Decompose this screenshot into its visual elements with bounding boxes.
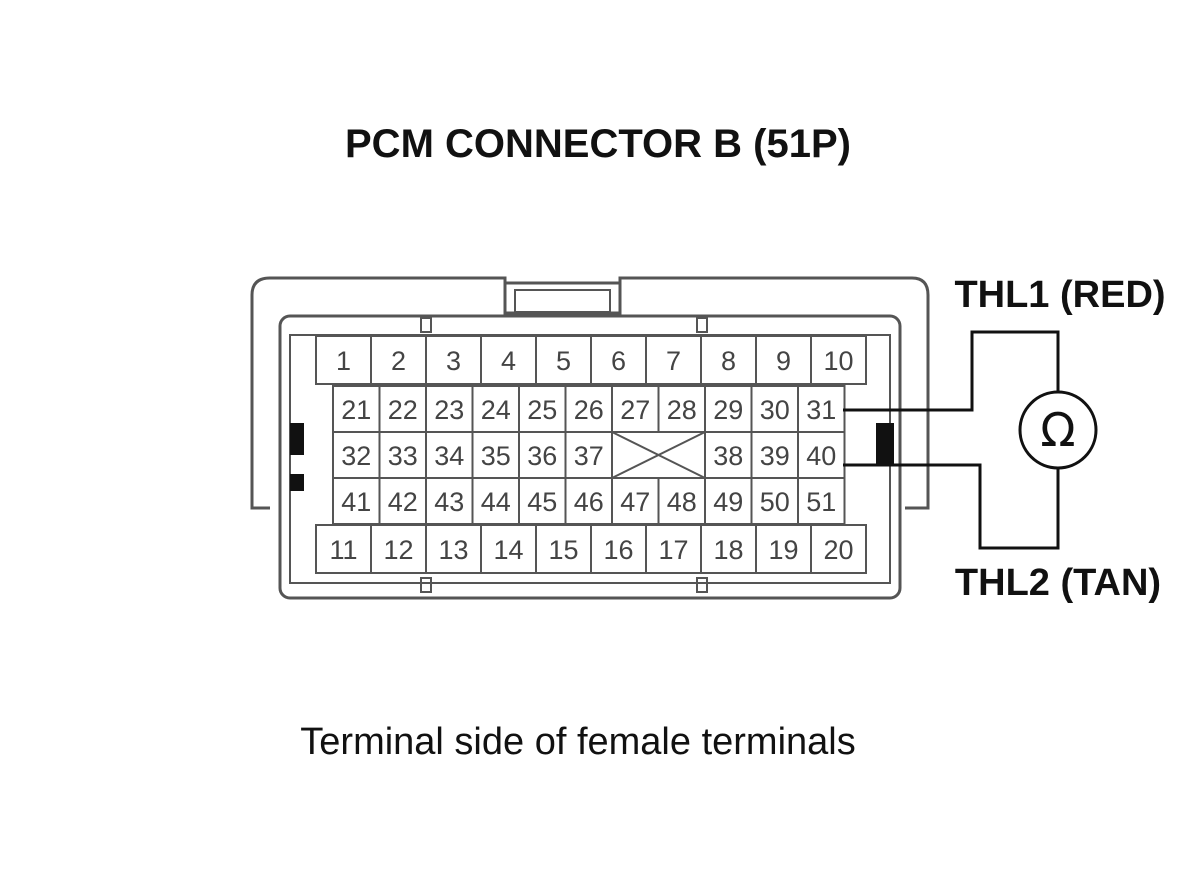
terminal-cavity (810, 335, 867, 385)
terminal-number: 18 (713, 535, 743, 565)
terminal-number: 50 (760, 487, 790, 517)
terminal-number: 16 (603, 535, 633, 565)
terminal-number: 24 (481, 395, 511, 425)
probe-label-thl2: THL2 (TAN) (955, 562, 1161, 604)
diagram-caption: Terminal side of female terminals (300, 721, 855, 763)
terminal-number: 26 (574, 395, 604, 425)
terminal-number: 46 (574, 487, 604, 517)
terminal-number: 36 (527, 441, 557, 471)
terminal-cavity (704, 477, 753, 525)
terminal-number: 48 (667, 487, 697, 517)
terminal-number: 41 (341, 487, 371, 517)
terminal-number: 19 (768, 535, 798, 565)
terminal-number: 34 (434, 441, 464, 471)
terminal-cavity (425, 477, 474, 525)
terminal-cavity (755, 524, 812, 574)
terminal-cavity (564, 385, 613, 433)
terminal-number: 35 (481, 441, 511, 471)
probe-wire-thl1 (843, 330, 1060, 412)
terminal-cavity (315, 524, 372, 574)
terminal-number: 31 (806, 395, 836, 425)
terminal-cavity (370, 335, 427, 385)
terminal-number: 37 (574, 441, 604, 471)
terminal-number: 42 (388, 487, 418, 517)
terminal-number: 47 (620, 487, 650, 517)
terminal-cavity (480, 335, 537, 385)
terminal-number: 5 (556, 346, 571, 376)
terminal-cavity (700, 524, 757, 574)
probe-wire-thl2 (843, 463, 1060, 550)
terminal-number: 23 (434, 395, 464, 425)
terminal-number: 28 (667, 395, 697, 425)
terminal-cavity (518, 431, 567, 479)
terminal-number: 3 (446, 346, 461, 376)
ohmmeter-circle (1018, 390, 1098, 470)
terminal-number: 25 (527, 395, 557, 425)
terminal-number: 39 (760, 441, 790, 471)
probe-label-thl1: THL1 (RED) (954, 274, 1165, 316)
terminal-number: 30 (760, 395, 790, 425)
terminal-cavity (425, 524, 482, 574)
blank-cavity-x-mark (611, 431, 706, 479)
diagram-title: PCM CONNECTOR B (51P) (345, 122, 851, 166)
terminal-number: 6 (611, 346, 626, 376)
left-lock-tab-small (290, 474, 304, 491)
terminal-number: 22 (388, 395, 418, 425)
left-lock-tab (290, 423, 304, 455)
terminal-number: 44 (481, 487, 511, 517)
terminal-number: 10 (823, 346, 853, 376)
terminal-number: 21 (341, 395, 371, 425)
terminal-cavity (750, 385, 799, 433)
terminal-cavity (755, 335, 812, 385)
terminal-number: 1 (336, 346, 351, 376)
terminal-number: 17 (658, 535, 688, 565)
terminal-cavity (315, 335, 372, 385)
terminal-cavity (471, 431, 520, 479)
terminal-number: 49 (713, 487, 743, 517)
terminal-cavity (810, 524, 867, 574)
ohmmeter: Ω (1018, 390, 1098, 470)
terminal-number: 15 (548, 535, 578, 565)
probe-wires (843, 330, 1060, 550)
terminal-number: 14 (493, 535, 523, 565)
terminal-cavity (611, 477, 660, 525)
terminal-cavity (700, 335, 757, 385)
terminal-number: 27 (620, 395, 650, 425)
terminal-number: 43 (434, 487, 464, 517)
terminal-number: 13 (438, 535, 468, 565)
right-lock-tab (876, 423, 894, 465)
terminal-number: 20 (823, 535, 853, 565)
terminal-number: 33 (388, 441, 418, 471)
terminal-number: 45 (527, 487, 557, 517)
terminal-number: 12 (383, 535, 413, 565)
terminal-cavity (590, 524, 647, 574)
terminal-cavity (611, 385, 660, 433)
ohm-icon: Ω (1040, 403, 1075, 457)
terminal-number: 2 (391, 346, 406, 376)
terminal-cavity (332, 431, 381, 479)
terminal-number: 11 (329, 535, 357, 565)
terminal-cavity (518, 477, 567, 525)
terminal-cavity (797, 477, 846, 525)
terminal-number: 9 (776, 346, 791, 376)
terminal-number: 7 (666, 346, 681, 376)
terminal-number: 51 (806, 487, 836, 517)
terminal-number: 29 (713, 395, 743, 425)
terminal-number: 4 (501, 346, 516, 376)
terminal-cavity (535, 524, 592, 574)
terminal-number: 38 (713, 441, 743, 471)
terminal-number: 32 (341, 441, 371, 471)
terminal-number: 40 (806, 441, 836, 471)
terminal-number: 8 (721, 346, 736, 376)
